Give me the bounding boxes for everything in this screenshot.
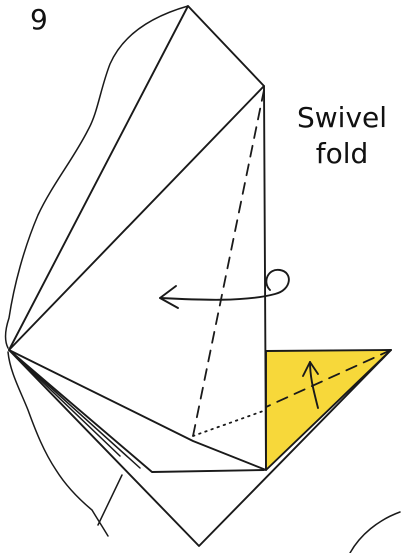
diagonal-crease [8,85,265,351]
paper-bottom-right-curve [349,511,401,553]
middle-layer-edge [8,349,265,473]
step-number: 9 [30,3,48,36]
caption-line-1: Swivel [296,101,388,134]
flap-fold-line [265,349,392,408]
upper-flap-outline [8,5,267,471]
swivel-arrowhead [159,285,179,309]
hidden-edge-dotted [192,409,267,437]
paper-lower-left-edge [7,351,109,537]
lift-arrow [309,361,319,409]
lower-layer-edges [8,349,392,547]
paper-back-layer-edge [97,474,123,526]
fold-caption: Swivel fold [287,100,397,173]
lift-arrowhead [302,361,319,377]
paper-torn-edge [4,5,189,349]
inner-layer-edge-2 [8,349,121,457]
inner-layer-edge [8,349,141,469]
caption-line-2: fold [315,137,369,171]
swivel-arrow [159,269,290,301]
yellow-flap [265,349,392,471]
valley-fold-line [192,89,265,437]
